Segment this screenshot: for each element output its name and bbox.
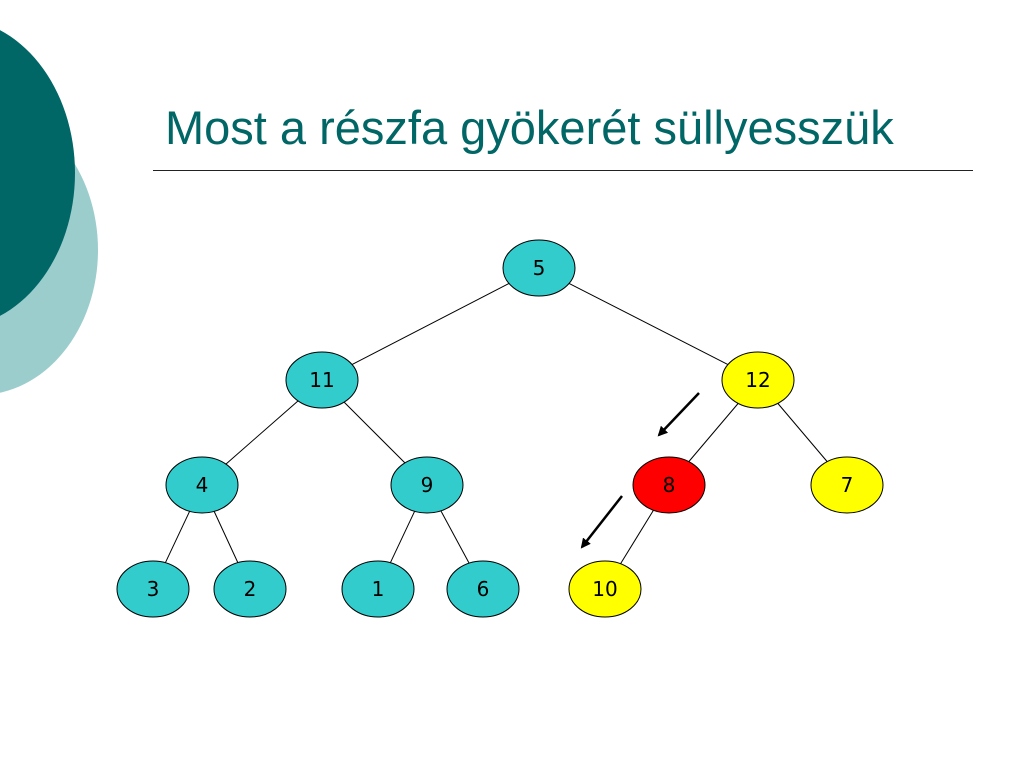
tree-edge [777, 403, 828, 462]
tree-node-label: 3 [147, 577, 160, 601]
tree-node-label: 11 [309, 368, 334, 392]
tree-node: 9 [390, 456, 464, 514]
tree-node-shape [568, 560, 642, 618]
tree-edge [164, 511, 191, 563]
tree-edge [343, 401, 406, 464]
tree-node-label: 9 [421, 473, 434, 497]
tree-node: 7 [810, 456, 884, 514]
tree-node-shape [285, 351, 359, 409]
tree-edge [688, 403, 739, 462]
tree-node: 12 [721, 351, 795, 409]
title-underline [153, 170, 973, 171]
tree-node: 5 [502, 239, 576, 297]
tree-node-label: 10 [592, 577, 617, 601]
tree-edge [389, 511, 416, 563]
tree-node-label: 2 [244, 577, 257, 601]
tree-edge [620, 509, 654, 565]
tree-node-label: 8 [663, 473, 676, 497]
tree-node-label: 5 [533, 256, 546, 280]
tree-node-label: 6 [477, 577, 490, 601]
tree-node-label: 1 [372, 577, 385, 601]
sift-arrow-lower [580, 495, 623, 549]
tree-node-shape [810, 456, 884, 514]
tree-edges [164, 282, 828, 565]
tree-node: 3 [116, 560, 190, 618]
tree-node-shape [502, 239, 576, 297]
tree-edge [568, 282, 729, 366]
tree-node-label: 12 [745, 368, 770, 392]
tree-edge [351, 283, 510, 365]
tree-node-label: 7 [841, 473, 854, 497]
tree-node-shape [213, 560, 287, 618]
tree-node-label: 4 [196, 473, 209, 497]
tree-node-shape [341, 560, 415, 618]
tree-node-shape [390, 456, 464, 514]
tree-node: 2 [213, 560, 287, 618]
tree-edge [440, 510, 470, 564]
tree-node: 11 [285, 351, 359, 409]
tree-node: 8 [632, 456, 706, 514]
tree-edge [213, 511, 239, 563]
tree-node: 4 [165, 456, 239, 514]
tree-node-shape [165, 456, 239, 514]
tree-node: 10 [568, 560, 642, 618]
sift-arrow-upper [657, 392, 700, 437]
tree-node-shape [116, 560, 190, 618]
tree-node-shape [632, 456, 706, 514]
tree-nodes: 5 11 12 4 9 8 7 3 2 1 6 10 [116, 239, 884, 618]
tree-node-shape [446, 560, 520, 618]
tree-node-shape [721, 351, 795, 409]
slide-title: Most a részfa gyökerét süllyesszük [165, 101, 894, 154]
tree-node: 6 [446, 560, 520, 618]
tree-edge [225, 400, 299, 465]
sift-down-arrows [580, 392, 700, 549]
tree-node: 1 [341, 560, 415, 618]
